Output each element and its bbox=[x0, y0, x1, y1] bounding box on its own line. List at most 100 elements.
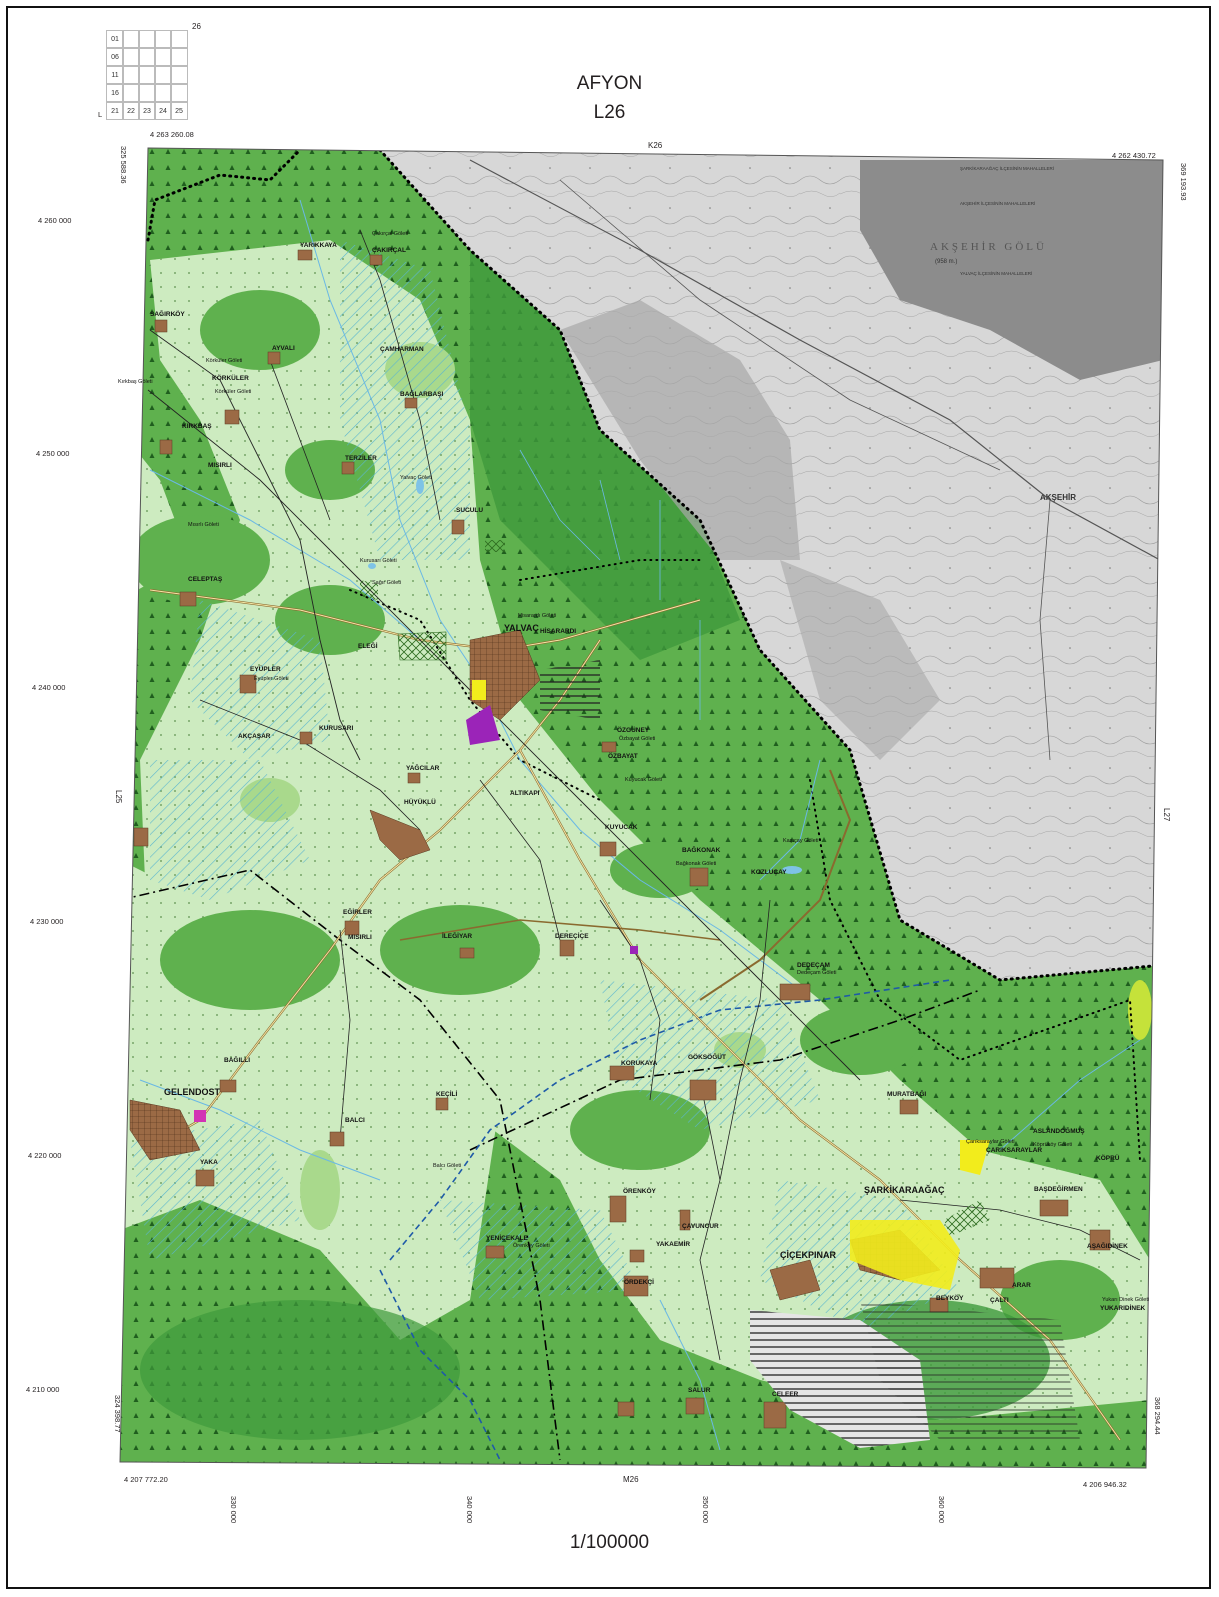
pond-label: Bağkonak Göleti bbox=[676, 861, 716, 867]
northing-label: 4 250 000 bbox=[36, 449, 70, 458]
place-label: ÖZBAYAT bbox=[608, 751, 638, 760]
gray-legend-1: ŞARKİKARAAĞAÇ İLÇESİNİN MAHALLELERİ bbox=[960, 165, 1054, 171]
place-label: KÖPRÜ bbox=[1096, 1153, 1120, 1162]
place-label: YAKA bbox=[200, 1159, 218, 1166]
map-scale: 1/100000 bbox=[569, 1532, 650, 1553]
index-cell bbox=[154, 66, 172, 84]
pond-label: Kırkbaş Göleti bbox=[118, 379, 153, 385]
sheet-code: L26 bbox=[593, 102, 626, 123]
place-label: GELENDOST bbox=[164, 1087, 221, 1097]
index-cell: 16 bbox=[106, 84, 124, 102]
place-label: KURUSARI bbox=[319, 725, 354, 732]
index-cell bbox=[154, 30, 172, 48]
ne-north-coord: 4 262 430.72 bbox=[1112, 151, 1156, 160]
place-label: AYVALI bbox=[272, 345, 295, 352]
place-label: BAĞKONAK bbox=[682, 845, 721, 854]
place-label: YARIKKAYA bbox=[300, 242, 337, 249]
place-label: KÖRKÜLER bbox=[212, 373, 249, 382]
place-label: ASLANDOĞMUŞ bbox=[1033, 1126, 1085, 1135]
place-label: MISIRLI bbox=[348, 934, 372, 941]
pond-label: Çakırçal Göleti bbox=[372, 231, 408, 237]
place-label: YAKAEMİR bbox=[656, 1240, 690, 1248]
index-cell: 01 bbox=[106, 30, 124, 48]
pond-label: Mısırlı Göleti bbox=[188, 522, 219, 528]
index-top-label: 26 bbox=[192, 22, 201, 31]
place-label: SALUR bbox=[688, 1387, 711, 1394]
lake-elevation: (958 m.) bbox=[935, 259, 957, 265]
place-label: AKÇAŞAR bbox=[238, 733, 271, 740]
place-label: ÇARIKSARAYLAR bbox=[986, 1147, 1042, 1154]
place-label: ALTIKAPI bbox=[510, 790, 540, 797]
town-aksehir: AKŞEHİR bbox=[1040, 493, 1076, 502]
index-cell bbox=[122, 84, 140, 102]
pond-label: Kaşıçay Göleti bbox=[783, 838, 818, 844]
pond-label: Kurusarı Göleti bbox=[360, 558, 397, 564]
place-label: ÇAKIRÇAL bbox=[372, 247, 406, 254]
place-label: KUYUCAK bbox=[605, 824, 638, 831]
pond-label: Yalvaç Göleti bbox=[400, 475, 432, 481]
place-label: SAĞIRKÖY bbox=[150, 309, 185, 318]
northing-label: 4 220 000 bbox=[28, 1151, 62, 1160]
place-label: ÖRENKÖY bbox=[623, 1186, 657, 1195]
index-cell bbox=[154, 48, 172, 66]
place-label: KORUKAYA bbox=[621, 1060, 658, 1067]
place-label: YALVAÇ bbox=[504, 623, 539, 633]
sw-north-coord: 4 207 772.20 bbox=[124, 1475, 168, 1484]
place-label: DEREÇİÇE bbox=[555, 932, 589, 940]
place-label: SUCULU bbox=[456, 507, 483, 514]
index-cell bbox=[138, 84, 156, 102]
pond-label: Özbayat Göleti bbox=[619, 735, 655, 742]
place-label: HÜYÜKLÜ bbox=[404, 797, 436, 806]
index-cell bbox=[122, 30, 140, 48]
pond-label: Eyüpler Göleti bbox=[254, 676, 289, 682]
place-label: KOZLUÇAY bbox=[751, 869, 787, 876]
index-cell bbox=[138, 48, 156, 66]
pond-label: Örenköy Göleti bbox=[513, 1242, 550, 1249]
province-title: AFYON bbox=[576, 73, 643, 94]
place-label: İLEĞİYAR bbox=[442, 931, 472, 940]
pond-label: Hisarardı Göleti bbox=[518, 613, 556, 619]
index-cell bbox=[138, 30, 156, 48]
index-cell: 23 bbox=[138, 102, 156, 120]
place-label: YAĞCILAR bbox=[406, 763, 440, 772]
index-cell bbox=[170, 30, 188, 48]
place-label: BAĞLARBAŞI bbox=[400, 389, 444, 398]
place-label: ELEĞİ bbox=[358, 641, 378, 650]
northing-label: 4 240 000 bbox=[32, 683, 66, 692]
place-label: ÇAMHARMAN bbox=[380, 346, 424, 353]
pond-label: Yukarı Dinek Göleti bbox=[1102, 1297, 1149, 1303]
place-label: EĞİRLER bbox=[343, 907, 372, 916]
place-label: AŞAĞIDİNEK bbox=[1087, 1241, 1128, 1250]
pond-label: Çarıksaraylar Göleti bbox=[966, 1139, 1015, 1145]
index-cell bbox=[154, 84, 172, 102]
place-label: KIRKBAŞ bbox=[182, 423, 212, 430]
place-label: BEYKÖY bbox=[936, 1293, 964, 1302]
lake-name: AKŞEHİR GÖLÜ bbox=[930, 241, 1047, 253]
index-cell bbox=[170, 66, 188, 84]
neighbor-south: M26 bbox=[623, 1475, 639, 1484]
place-label: ÇİÇEKPINAR bbox=[780, 1250, 837, 1260]
index-cell bbox=[122, 66, 140, 84]
place-label: ÇALTI bbox=[990, 1297, 1009, 1304]
index-cell: 21 bbox=[106, 102, 124, 120]
place-label: DEDEÇAM bbox=[797, 962, 830, 969]
index-bottom-letter: L bbox=[98, 110, 103, 119]
northing-label: 4 210 000 bbox=[26, 1385, 60, 1394]
index-cell: 06 bbox=[106, 48, 124, 66]
index-cell: 11 bbox=[106, 66, 124, 84]
index-cell bbox=[122, 48, 140, 66]
place-label: BALCI bbox=[345, 1117, 365, 1124]
place-label: BAĞILLI bbox=[224, 1055, 250, 1064]
place-label: MISIRLI bbox=[208, 462, 232, 469]
pond-label: Körküler Göleti bbox=[206, 358, 242, 364]
map-frame bbox=[6, 6, 1211, 1589]
se-north-coord: 4 206 946.32 bbox=[1083, 1480, 1127, 1489]
index-cell bbox=[138, 66, 156, 84]
nw-north-coord: 4 263 260.08 bbox=[150, 130, 194, 139]
place-label: ÖZGÜNEY bbox=[617, 725, 650, 734]
pond-label: Köprüköy Göleti bbox=[1033, 1142, 1072, 1148]
pond-label: Körküler Göleti bbox=[215, 389, 251, 395]
place-label: YUKARIDİNEK bbox=[1100, 1304, 1145, 1312]
